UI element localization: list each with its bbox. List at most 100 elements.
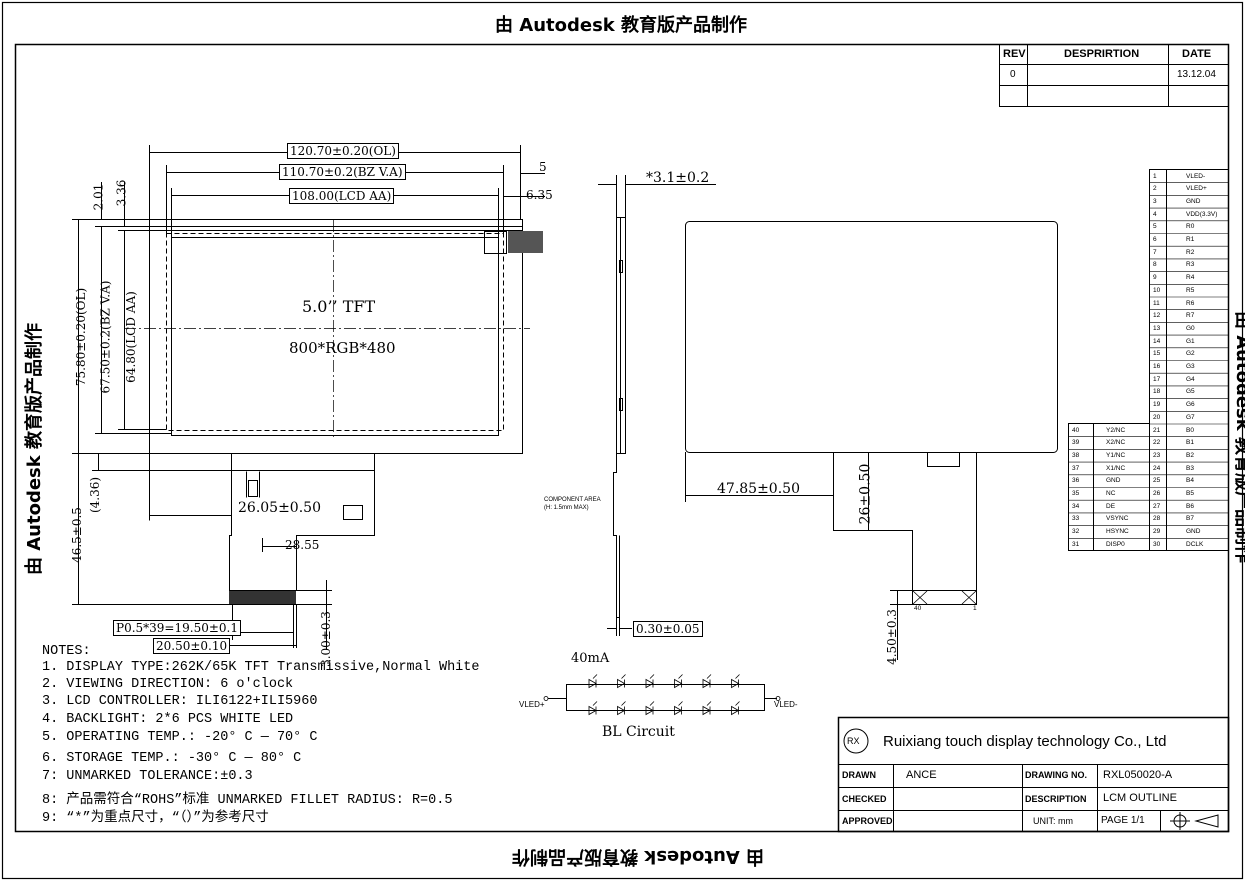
pin-row-number: 6: [1153, 236, 1157, 243]
pin-row-number: 7: [1153, 248, 1157, 256]
pin-row-signal: R4: [1186, 274, 1195, 282]
dim-aa-width: 108.00(LCD AA): [289, 188, 395, 204]
pin-row-left-signal: HSYNC: [1106, 528, 1129, 536]
company-name: Ruixiang touch display technology Co., L…: [883, 733, 1167, 750]
unit-label: UNIT: mm: [1033, 816, 1073, 826]
note-3: 3. LCD CONTROLLER: ILI6122+ILI5960: [42, 694, 318, 709]
pin-row-number: 9: [1153, 274, 1157, 282]
dim-ol-width: 120.70±0.20(OL): [287, 143, 399, 159]
pin-row-number: 2: [1153, 185, 1157, 193]
resolution-label: 800*RGB*480: [289, 339, 396, 357]
pin-row-signal: R1: [1186, 236, 1195, 243]
checked-label: CHECKED: [842, 794, 887, 804]
pin-row-left-signal: X2/NC: [1106, 439, 1126, 447]
pin-row-left-number: 38: [1072, 451, 1080, 459]
pin-row-left-signal: Y1/NC: [1106, 451, 1126, 459]
led-diode-icon: [674, 674, 683, 689]
dim-bz-width: 110.70±0.2(BZ V.A): [279, 164, 406, 180]
drawing-no-label: DRAWING NO.: [1025, 770, 1087, 780]
note-4: 4. BACKLIGHT: 2*6 PCS WHITE LED: [42, 712, 294, 727]
notes-heading: NOTES:: [42, 644, 91, 659]
pin-row-signal: G3: [1186, 363, 1195, 370]
pin-row-signal: R5: [1186, 286, 1195, 294]
pin-row-left-number: 32: [1072, 528, 1080, 536]
fpc-pin-40-label: 40: [914, 605, 922, 612]
pin-row-number: 1: [1153, 172, 1157, 180]
pin-row-number: 21: [1153, 426, 1161, 434]
led-diode-icon: [731, 701, 740, 716]
note-8: 8: 产品需符合“ROHS”标准 UNMARKED FILLET RADIUS:…: [42, 793, 453, 808]
pin-row-left-number: 35: [1072, 490, 1080, 497]
pin-row-number: 12: [1153, 312, 1161, 320]
pin-row-left-number: 40: [1072, 426, 1080, 434]
dim-26-05: 26.05±0.50: [238, 500, 321, 516]
pin-row-number: 18: [1153, 388, 1161, 396]
rev-value: 0: [1010, 69, 1016, 80]
fpc-contact-hatch: [508, 231, 543, 253]
drawn-label: DRAWN: [842, 770, 876, 780]
pin-row-left-number: 33: [1072, 515, 1080, 523]
pin-row-left-number: 39: [1072, 439, 1080, 447]
rev-date-value: 13.12.04: [1177, 69, 1216, 80]
dim-46-5: 46.5±0.5: [69, 507, 84, 563]
pin-row-signal: G2: [1186, 350, 1195, 358]
dim-28-55: 28.55: [285, 538, 320, 552]
pin-row-signal: G7: [1186, 413, 1195, 421]
fpc-gold-fingers: [229, 591, 296, 604]
led-diode-icon: [588, 701, 598, 716]
pin-row-number: 27: [1153, 502, 1161, 510]
note-1: 1. DISPLAY TYPE:262K/65K TFT Transmissiv…: [42, 660, 480, 675]
pin-row-signal: R2: [1186, 248, 1195, 256]
led-diode-icon: [645, 674, 655, 689]
pin-row-left-number: 36: [1072, 477, 1080, 485]
pin-row-left-signal: VSYNC: [1106, 515, 1129, 523]
bl-current-label: 40mA: [571, 651, 610, 666]
pin-row-number: 16: [1153, 363, 1161, 370]
pin-row-signal: DCLK: [1186, 540, 1204, 548]
pin-row-left-signal: NC: [1106, 490, 1116, 497]
vled-plus-label: VLED+: [519, 700, 545, 709]
led-diode-icon: [702, 674, 712, 689]
dim-3-00: 3.00±0.3: [318, 611, 333, 667]
pin-row-number: 26: [1153, 490, 1161, 497]
dim-2-01: 2.01: [91, 183, 106, 211]
vled-minus-label: VLED-: [774, 700, 798, 709]
fpc-pin-1-label: 1: [973, 605, 977, 612]
pin-row-signal: B2: [1186, 451, 1194, 459]
pin-row-signal: GND: [1186, 528, 1201, 536]
pin-row-left-signal: DE: [1106, 502, 1116, 510]
note-2: 2. VIEWING DIRECTION: 6 o'clock: [42, 677, 294, 692]
led-diode-icon: [702, 701, 712, 716]
pin-row-signal: R6: [1186, 299, 1195, 307]
pin-row-number: 25: [1153, 477, 1161, 485]
pin-row-number: 13: [1153, 324, 1161, 332]
pin-row-left-number: 31: [1072, 540, 1080, 548]
pin-row-number: 30: [1153, 540, 1161, 548]
bl-circuit-label: BL Circuit: [602, 724, 675, 740]
dim-aa-height: 64.80(LCD AA): [123, 291, 138, 383]
pin-row-number: 20: [1153, 413, 1161, 421]
dim-fpc-thickness: 0.30±0.05: [633, 621, 703, 637]
pin-row-left-number: 37: [1072, 464, 1080, 472]
component-area-height: (H: 1.5mm MAX): [544, 505, 589, 511]
description-value: LCM OUTLINE: [1103, 792, 1177, 804]
watermark-top: 由 Autodesk 教育版产品制作: [495, 15, 748, 36]
pin-row-number: 28: [1153, 515, 1161, 523]
pin-row-left-signal: Y2/NC: [1106, 426, 1126, 434]
note-5: 5. OPERATING TEMP.: -20° C — 70° C: [42, 730, 318, 745]
pin-row-number: 24: [1153, 464, 1161, 472]
pin-row-number: 3: [1153, 197, 1157, 205]
pin-row-signal: G6: [1186, 401, 1195, 409]
note-7: 7: UNMARKED TOLERANCE:±0.3: [42, 769, 253, 784]
pin-row-signal: R0: [1186, 223, 1195, 231]
dim-5: 5: [539, 160, 547, 174]
pin-row-number: 15: [1153, 350, 1161, 358]
approved-label: APPROVED: [842, 816, 893, 826]
dim-47-85: 47.85±0.50: [717, 481, 800, 497]
pin-row-signal: B1: [1186, 439, 1194, 447]
pin-row-signal: G4: [1186, 375, 1195, 383]
page-label: PAGE 1/1: [1101, 815, 1145, 826]
pin-row-number: 14: [1153, 337, 1161, 345]
pin-row-signal: B6: [1186, 502, 1194, 510]
